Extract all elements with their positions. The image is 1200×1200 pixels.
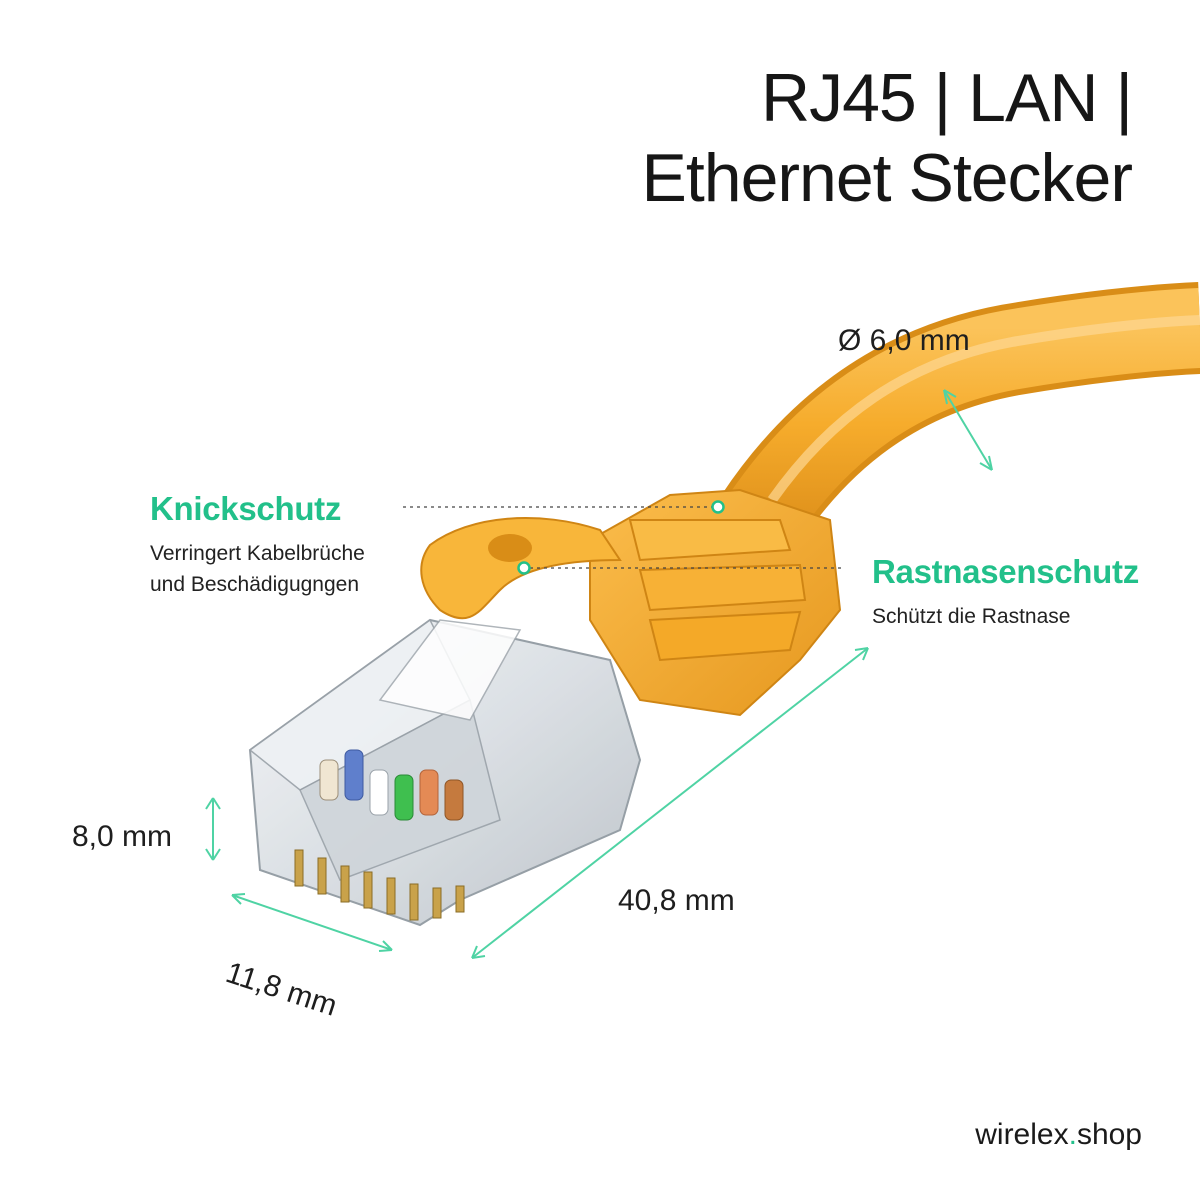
length-arrow-head-right: [854, 647, 869, 661]
height-arrow-head-top: [205, 797, 221, 810]
brand-logo: wirelex.shop: [975, 1118, 1142, 1152]
brand-dot: .: [1068, 1118, 1077, 1151]
brand-name: wirelex: [975, 1118, 1069, 1151]
feature-description-line-1: Schützt die Rastnase: [872, 605, 1071, 628]
feature-heading: Rastnasenschutz: [872, 553, 1139, 590]
length-arrow-head-left: [471, 945, 486, 959]
feature-rastnasenschutz: Rastnasenschutz Schützt die Rastnase: [872, 553, 1139, 632]
title-line-2: Ethernet Stecker: [641, 140, 1133, 216]
rastnasenschutz-marker: [517, 561, 531, 575]
measurement-length: 40,8 mm: [618, 884, 735, 917]
length-arrow: [471, 647, 869, 959]
diameter-arrow: [943, 389, 993, 471]
diameter-arrow-head-top: [943, 389, 957, 405]
feature-knickschutz: Knickschutz Verringert Kabelbrüche und B…: [150, 490, 365, 600]
measurement-diameter: Ø 6,0 mm: [838, 324, 970, 357]
feature-heading: Knickschutz: [150, 490, 342, 527]
measurement-height: 8,0 mm: [72, 820, 173, 853]
cable: [721, 282, 1200, 546]
width-arrow-head-right: [378, 940, 393, 952]
feature-description-line-1: Verringert Kabelbrüche: [150, 542, 365, 565]
rj45-plug-body: [248, 618, 642, 927]
width-arrow: [231, 894, 393, 951]
title-line-1: RJ45 | LAN |: [760, 60, 1133, 136]
page-title: RJ45 | LAN | Ethernet Stecker: [641, 58, 1133, 218]
callout-leaders: [403, 500, 845, 575]
height-arrow-head-bottom: [205, 848, 221, 861]
feature-description-line-2: und Beschädigugngen: [150, 573, 360, 596]
diameter-arrow-head-bottom: [979, 455, 993, 471]
dimension-lines: [205, 389, 993, 959]
knickschutz-marker: [711, 500, 725, 514]
brand-tld: shop: [1076, 1118, 1142, 1151]
width-arrow-head-left: [231, 893, 246, 905]
